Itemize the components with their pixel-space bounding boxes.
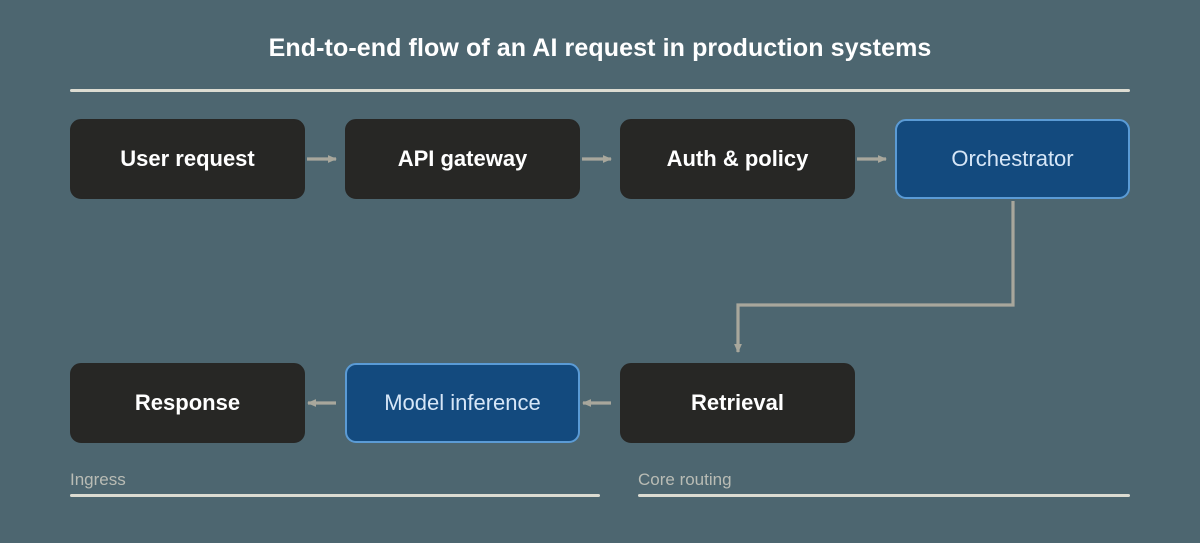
group-label-core-routing: Core routing	[638, 470, 732, 489]
node-retrieval[interactable]: Retrieval	[620, 363, 855, 443]
node-user-request[interactable]: User request	[70, 119, 305, 199]
node-api-gateway-label: API gateway	[397, 146, 528, 172]
page-title: End-to-end flow of an AI request in prod…	[268, 34, 932, 62]
node-model-inference-label: Model inference	[384, 390, 541, 416]
node-orchestrator[interactable]: Orchestrator	[895, 119, 1130, 199]
node-response[interactable]: Response	[70, 363, 305, 443]
group-divider-ingress	[70, 494, 600, 497]
node-retrieval-label: Retrieval	[691, 390, 784, 416]
node-api-gateway[interactable]: API gateway	[345, 119, 580, 199]
group-label-ingress: Ingress	[70, 470, 126, 489]
node-orchestrator-label: Orchestrator	[951, 146, 1074, 172]
node-auth-policy[interactable]: Auth & policy	[620, 119, 855, 199]
edge-orchestrator-to-retrieval	[734, 201, 1015, 353]
node-user-request-label: User request	[120, 146, 255, 172]
node-model-inference[interactable]: Model inference	[345, 363, 580, 443]
group-divider-core-routing	[638, 494, 1130, 497]
title-divider	[70, 89, 1130, 92]
node-auth-policy-label: Auth & policy	[666, 146, 809, 172]
node-response-label: Response	[134, 390, 241, 416]
